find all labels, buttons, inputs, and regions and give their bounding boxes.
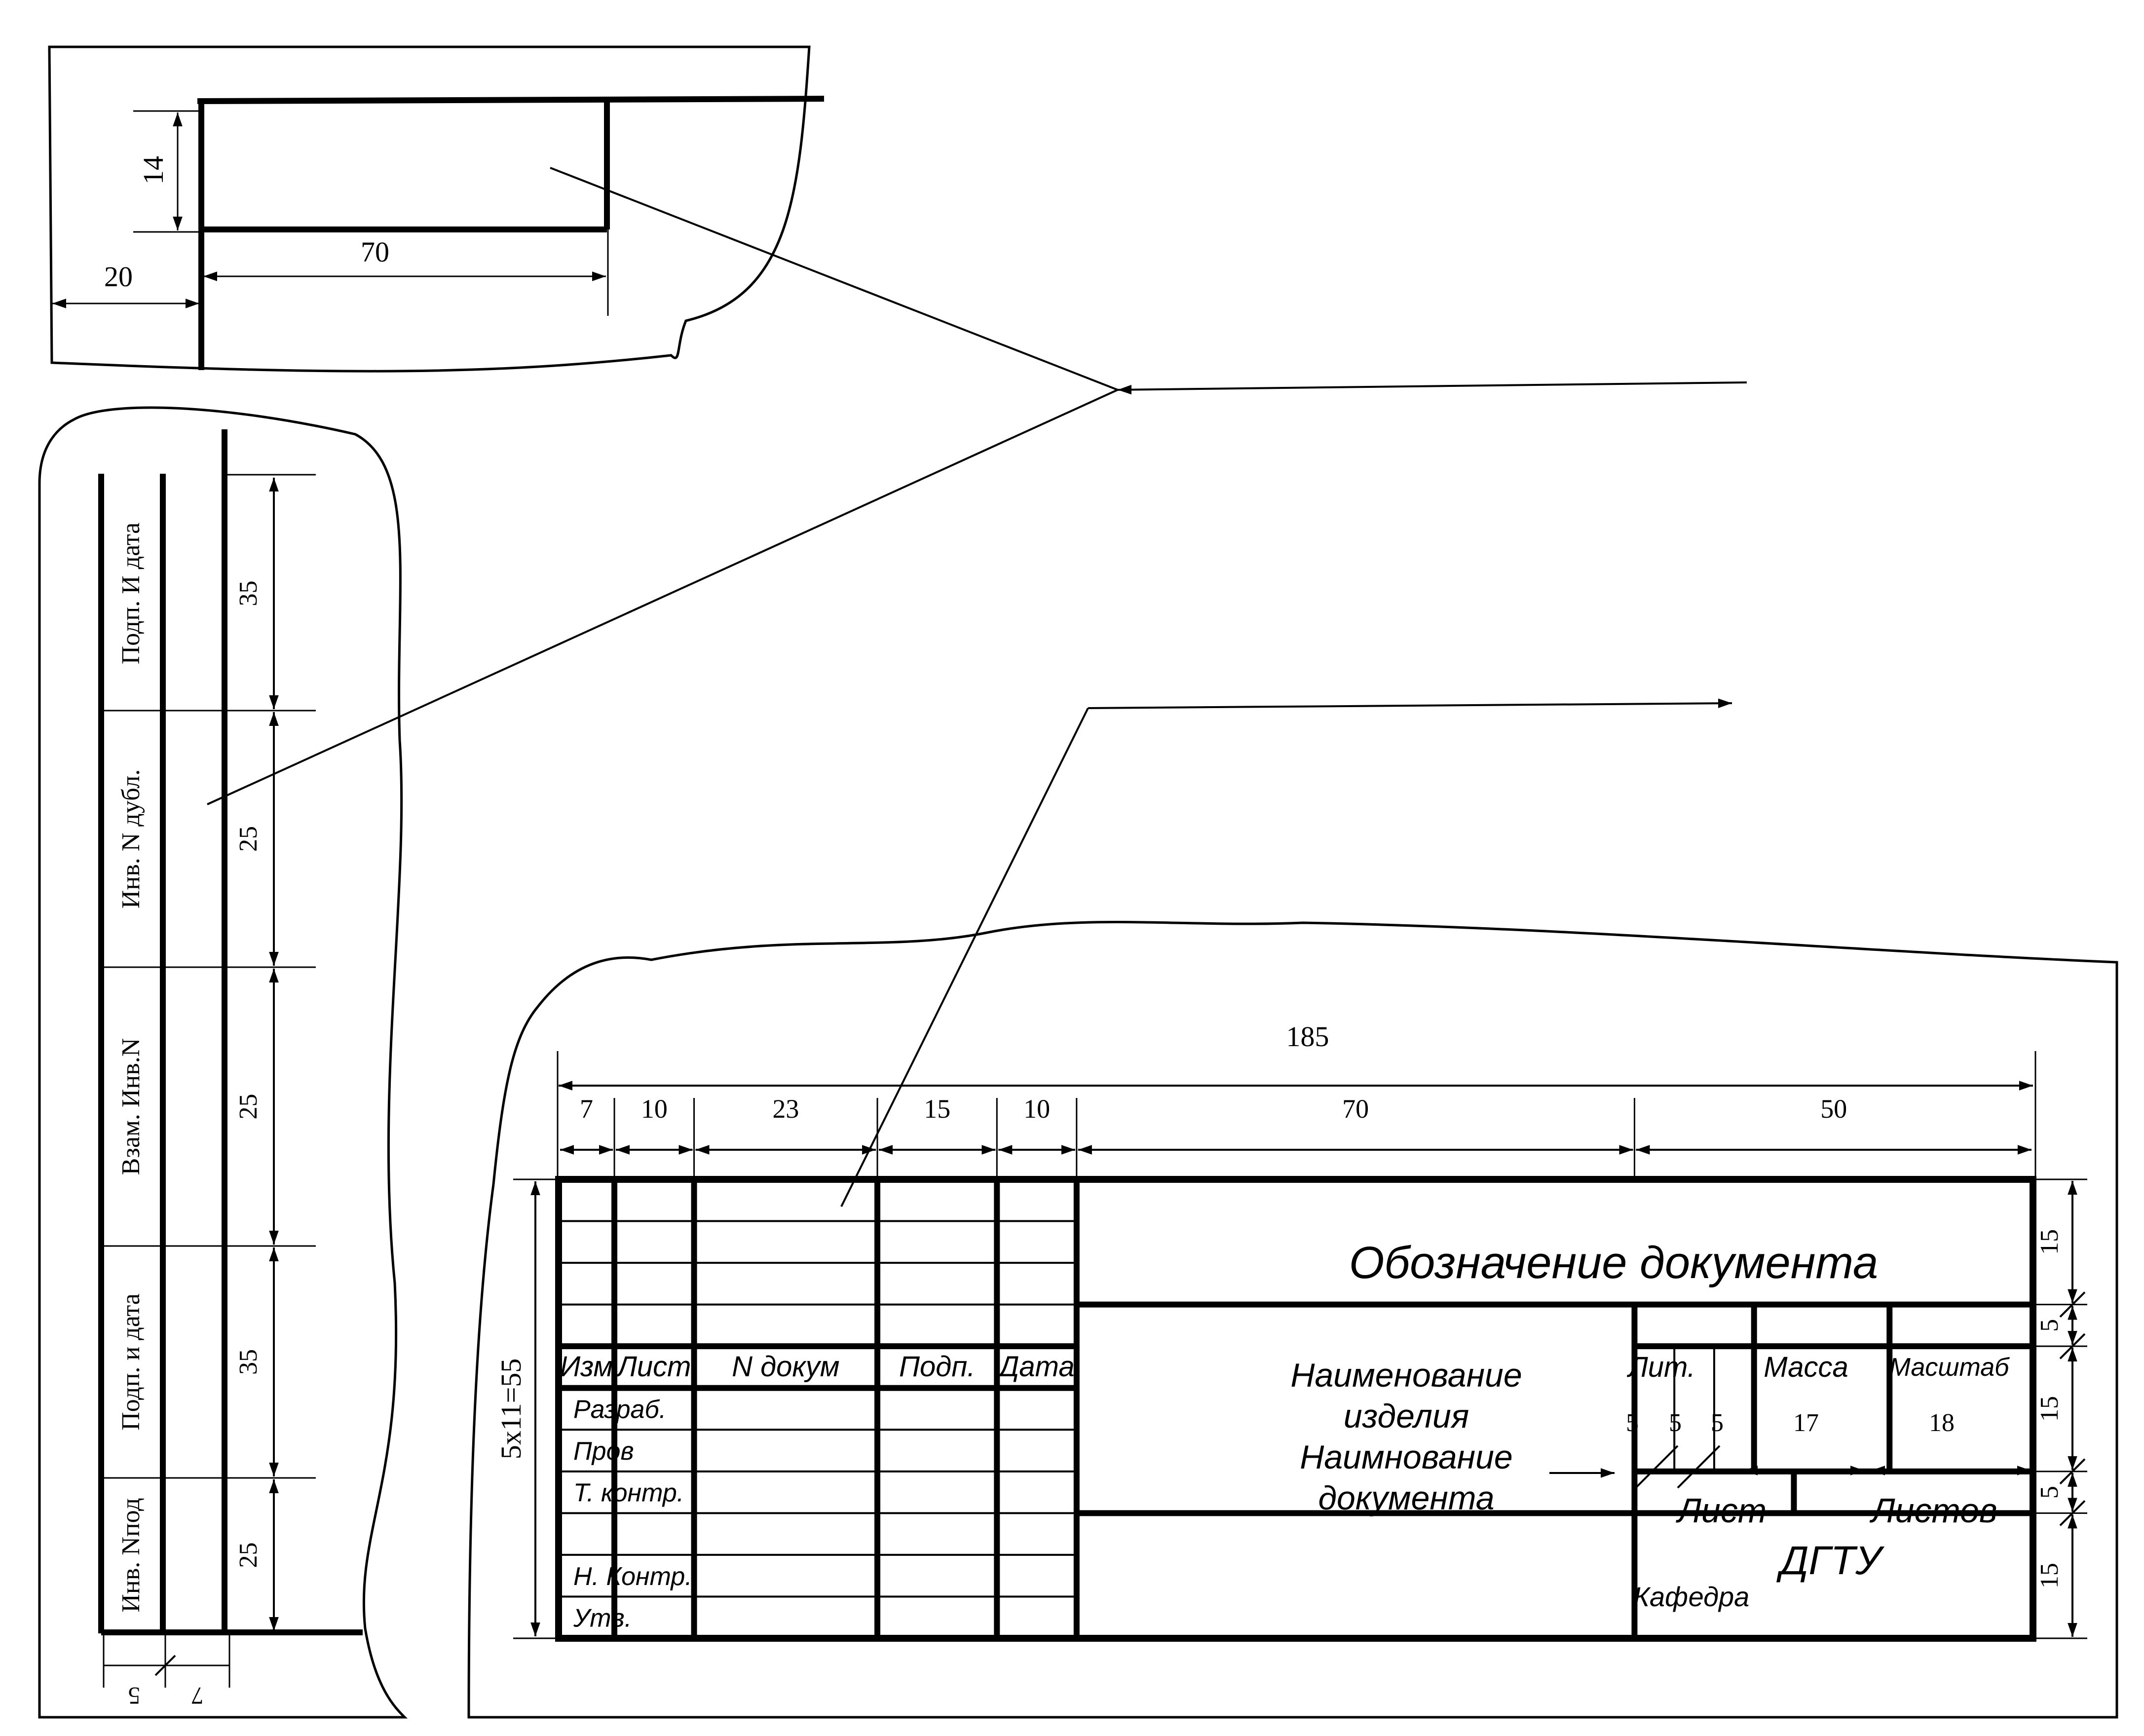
mass-label: Масса bbox=[1764, 1351, 1848, 1383]
fragment-outline bbox=[48, 45, 811, 373]
leader-top-a bbox=[550, 167, 1118, 391]
strip-dim-1: 35 bbox=[234, 581, 263, 606]
dim-offset-label: 20 bbox=[104, 261, 133, 293]
product-name-line-2: изделия bbox=[1344, 1397, 1469, 1435]
lit-dim-2: 5 bbox=[1669, 1409, 1682, 1437]
dim-right-label-3: 15 bbox=[2035, 1396, 2064, 1422]
product-name-line-4: документа bbox=[1318, 1479, 1494, 1517]
header-cell-5: Дата bbox=[996, 1351, 1075, 1383]
scale-dim: 18 bbox=[1929, 1409, 1955, 1437]
product-name-line-3: Наимнование bbox=[1300, 1438, 1512, 1476]
strip-dim-5: 25 bbox=[234, 1543, 263, 1568]
lit-label: Лит. bbox=[1626, 1351, 1695, 1383]
dim-col-label-7: 50 bbox=[1820, 1094, 1847, 1124]
dim-right-tick-4 bbox=[2059, 1500, 2086, 1526]
scale-label: Масштаб bbox=[1889, 1353, 2010, 1382]
dim-right-tick-1 bbox=[2059, 1291, 2086, 1318]
dim-height-label: 14 bbox=[137, 156, 169, 185]
row-label-2: Пров bbox=[573, 1437, 634, 1466]
dim-left-label: 5x11=55 bbox=[495, 1359, 527, 1460]
header-cell-4: Подп. bbox=[899, 1351, 975, 1383]
dim-col-label-3: 23 bbox=[772, 1094, 799, 1124]
dim-right-label-2: 5 bbox=[2035, 1319, 2064, 1332]
org-label: ДГТУ bbox=[1776, 1538, 1885, 1583]
strip-dim-4: 35 bbox=[234, 1349, 263, 1375]
header-cell-2: Лист bbox=[615, 1351, 691, 1383]
lit-dim-1: 5 bbox=[1626, 1409, 1639, 1437]
dim-col-label-4: 15 bbox=[924, 1094, 950, 1124]
dept-label: Кафедра bbox=[1633, 1581, 1749, 1612]
dim-right-label-5: 15 bbox=[2035, 1563, 2064, 1588]
frame-top-line bbox=[197, 96, 825, 104]
strip-label-1: Подп. И дата bbox=[117, 523, 145, 665]
dim-width-label: 70 bbox=[361, 236, 389, 268]
sheet-label: Лист bbox=[1676, 1491, 1767, 1530]
lit-tick-2 bbox=[1677, 1445, 1721, 1489]
top-fragment: 14 70 20 bbox=[48, 45, 825, 373]
strip-dim-5: 5 bbox=[128, 1682, 141, 1710]
row-label-1: Разраб. bbox=[573, 1396, 666, 1424]
designation-text: Обозначение документа bbox=[1349, 1238, 1878, 1288]
strip-label-3: Взам. Инв.N bbox=[117, 1038, 145, 1175]
dim-col-label-5: 10 bbox=[1023, 1094, 1050, 1124]
dim-right-label-4: 5 bbox=[2035, 1486, 2064, 1499]
leader-top-b bbox=[207, 389, 1118, 805]
leader-top-c bbox=[1117, 381, 1747, 395]
row-label-5: Утв. bbox=[573, 1604, 632, 1632]
strip-dim-tick-a bbox=[154, 1655, 176, 1676]
header-cell-1: Изм bbox=[560, 1351, 613, 1383]
dim-right-label-1: 15 bbox=[2035, 1229, 2064, 1255]
strip-label-5: Инв. Nпод bbox=[117, 1498, 145, 1612]
strip-label-4: Подп. и дата bbox=[117, 1293, 145, 1431]
mass-dim: 17 bbox=[1793, 1409, 1819, 1437]
strip-dim-2: 25 bbox=[234, 826, 263, 852]
header-cell-3: N докум bbox=[732, 1351, 839, 1383]
sheets-label: Листов bbox=[1870, 1491, 1997, 1530]
dim-col-label-1: 7 bbox=[580, 1094, 593, 1124]
title-block-frame bbox=[555, 1176, 2036, 1642]
row-label-4: Н. Контр. bbox=[573, 1562, 692, 1591]
strip-outline bbox=[38, 406, 408, 1719]
leader-bot-a bbox=[840, 708, 1089, 1207]
row-label-3: Т. контр. bbox=[573, 1479, 684, 1508]
strip-label-2: Инв. N дубл. bbox=[117, 769, 145, 908]
dim-right-tick-3 bbox=[2059, 1458, 2086, 1485]
title-block-outline bbox=[467, 920, 2118, 1719]
strip-dim-3: 25 bbox=[234, 1094, 263, 1120]
leader-bot-b bbox=[1088, 698, 1732, 709]
strip-dim-7: 7 bbox=[191, 1682, 204, 1710]
dim-col-label-6: 70 bbox=[1342, 1094, 1369, 1124]
product-name-line-1: Наименование bbox=[1290, 1357, 1522, 1394]
leader-lines bbox=[207, 167, 1747, 1207]
lit-tick-1 bbox=[1635, 1445, 1679, 1489]
lit-dim-3: 5 bbox=[1711, 1409, 1724, 1437]
dim-total-label: 185 bbox=[1286, 1020, 1329, 1053]
dim-col-label-2: 10 bbox=[641, 1094, 668, 1124]
dim-right-tick-2 bbox=[2059, 1333, 2086, 1359]
